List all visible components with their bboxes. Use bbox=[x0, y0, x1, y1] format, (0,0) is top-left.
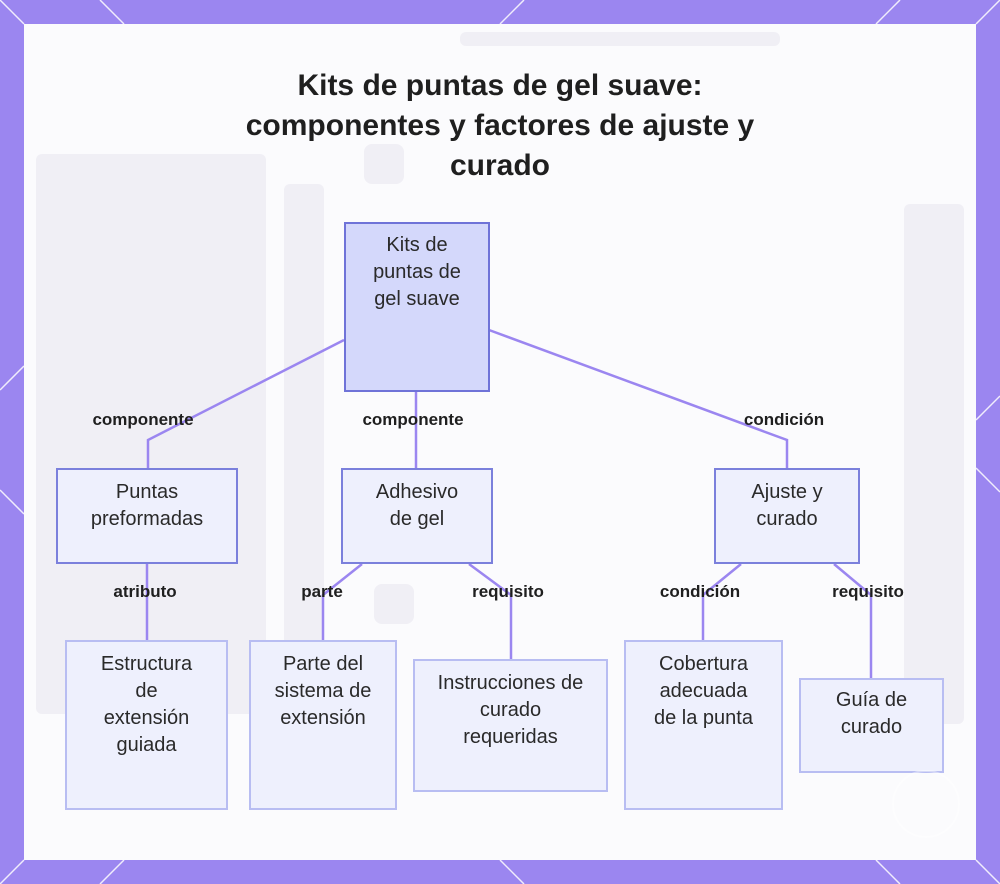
node-guia-label: Guía de curado bbox=[835, 689, 908, 738]
node-estructura-extension: Estructura de extensión guiada bbox=[65, 640, 228, 810]
node-instrucciones-curado: Instrucciones de curado requeridas bbox=[413, 659, 608, 792]
edge-adhesivo-parte bbox=[321, 563, 363, 640]
watermark-badge-icon bbox=[892, 770, 960, 838]
edge-root-ajuste bbox=[488, 328, 789, 468]
node-ajuste-label: Ajuste y curado bbox=[751, 481, 823, 530]
edge-label-puntas-estructura: atributo bbox=[113, 582, 177, 601]
edge-label-adhesivo-instrucciones: requisito bbox=[472, 582, 544, 601]
node-adhesivo-gel: Adhesivo de gel bbox=[341, 468, 493, 564]
node-parte-sistema: Parte del sistema de extensión bbox=[249, 640, 397, 810]
node-root-label: Kits de puntas de gel suave bbox=[373, 234, 461, 310]
node-ajuste-curado: Ajuste y curado bbox=[714, 468, 860, 564]
edge-label-adhesivo-parte: parte bbox=[301, 582, 343, 601]
node-adhesivo-label: Adhesivo de gel bbox=[375, 481, 459, 530]
node-puntas-label: Puntas preformadas bbox=[90, 481, 204, 530]
edge-ajuste-guia bbox=[833, 563, 873, 678]
edge-adhesivo-instrucciones bbox=[468, 562, 513, 659]
diagram-title: Kits de puntas de gel suave: componentes… bbox=[245, 69, 755, 182]
edge-label-ajuste-cobertura: condición bbox=[659, 582, 741, 601]
node-root: Kits de puntas de gel suave bbox=[344, 222, 490, 392]
edge-root-puntas bbox=[146, 338, 345, 468]
edge-label-root-puntas: componente bbox=[92, 410, 194, 429]
edge-label-ajuste-guia: requisito bbox=[832, 582, 904, 601]
node-puntas-preformadas: Puntas preformadas bbox=[56, 468, 238, 564]
node-estructura-label: Estructura de extensión guiada bbox=[100, 653, 193, 756]
node-cobertura-punta: Cobertura adecuada de la punta bbox=[624, 640, 783, 810]
node-guia-curado: Guía de curado bbox=[799, 678, 944, 773]
edge-label-root-ajuste: condición bbox=[743, 410, 825, 429]
node-instrucciones-label: Instrucciones de curado requeridas bbox=[437, 672, 584, 748]
node-parte-label: Parte del sistema de extensión bbox=[274, 653, 372, 729]
edge-ajuste-cobertura bbox=[701, 563, 742, 640]
node-cobertura-label: Cobertura adecuada de la punta bbox=[654, 653, 753, 729]
edge-label-root-adhesivo: componente bbox=[362, 410, 464, 429]
